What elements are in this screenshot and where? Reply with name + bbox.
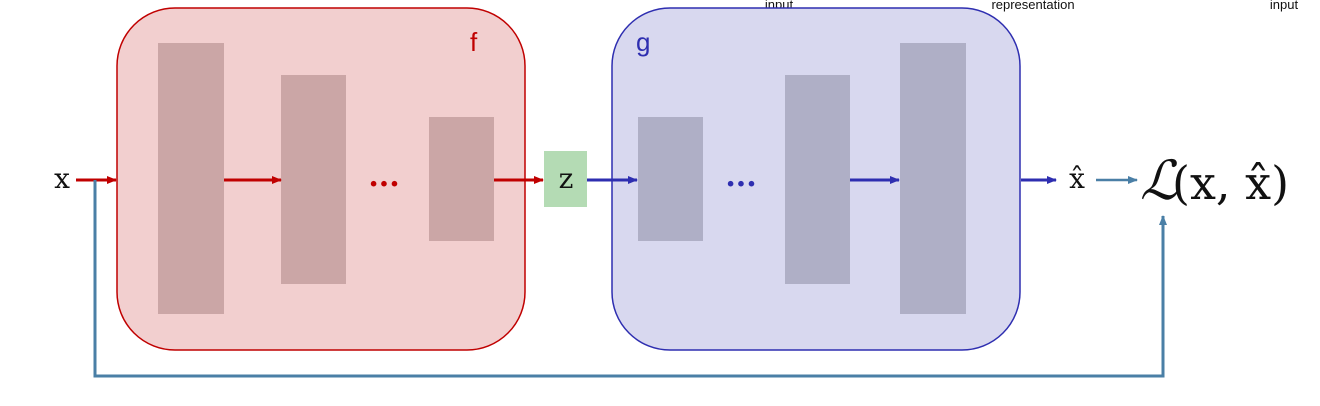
top-label-input-right: input	[1270, 0, 1299, 12]
encoder-layer-2	[281, 75, 346, 284]
decoder-layer-3	[900, 43, 966, 314]
decoder-ellipsis: ...	[725, 159, 756, 194]
decoder-block: g ...	[611, 7, 1021, 351]
decoder-layer-1	[638, 117, 703, 241]
loss-symbol: ℒ	[1140, 149, 1180, 212]
loss-expression: ℒ (x, x̂)	[1140, 149, 1289, 212]
decoder-label: g	[636, 27, 650, 57]
encoder-label: f	[470, 27, 478, 57]
encoder-block: f ...	[116, 7, 526, 351]
arrow-input-feedback-to-loss	[93, 180, 1167, 378]
latent-label: z	[559, 162, 574, 195]
decoder-layer-2	[785, 75, 850, 284]
encoder-ellipsis: ...	[368, 159, 399, 194]
latent-box	[544, 151, 587, 207]
loss-arguments: (x, x̂)	[1172, 156, 1289, 210]
top-label-representation: representation	[991, 0, 1074, 12]
encoder-layer-1	[158, 43, 224, 314]
encoder-layer-3	[429, 117, 494, 241]
output-label: x̂	[1069, 162, 1085, 195]
input-label: x	[54, 162, 70, 195]
